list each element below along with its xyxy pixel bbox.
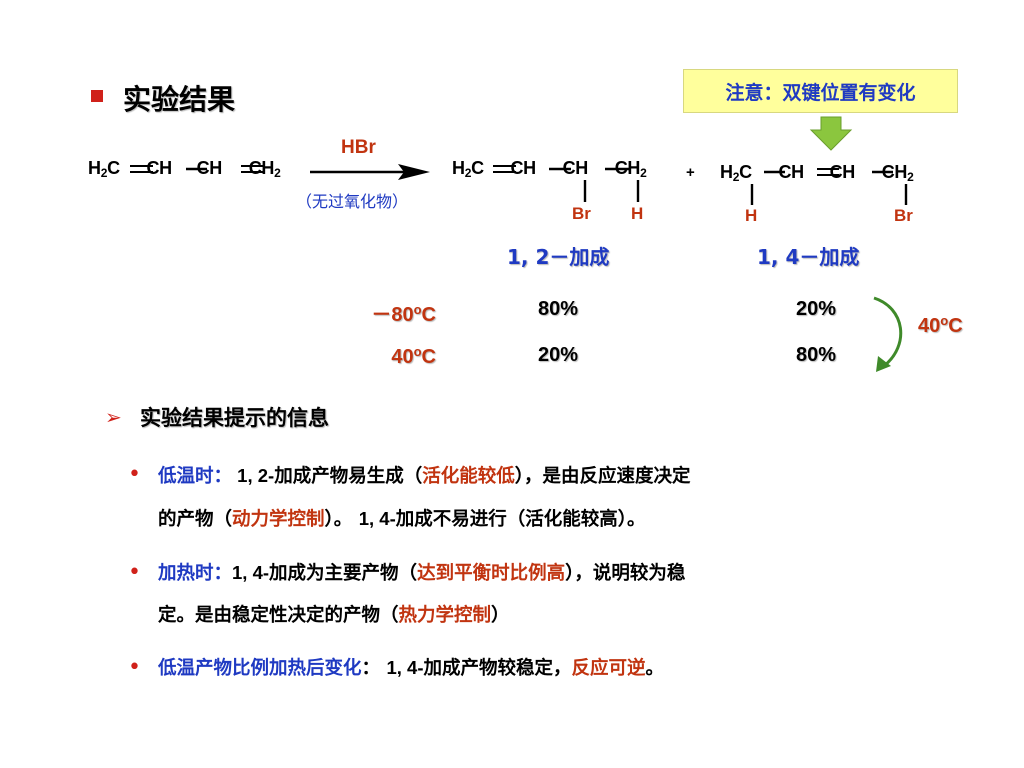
title-bullet: [91, 90, 103, 102]
product-12-formula: H2C CH CH CH2: [452, 158, 647, 180]
curve-arrow-label: 40oC: [918, 313, 963, 337]
row-high-14-pct: 80%: [796, 344, 837, 366]
label-12-addition: 1, 2－加成: [507, 245, 610, 269]
page-title: 实验结果: [123, 83, 236, 116]
point-ratio-change: 低温产物比例加热后变化： 1, 4-加成产物较稳定，反应可逆。: [158, 657, 665, 679]
product-14-br: Br: [894, 206, 913, 225]
bullet-dot-2: •: [128, 560, 141, 585]
point-low-temp: 低温时： 1, 2-加成产物易生成（活化能较低），是由反应速度决定 的产物（动力…: [158, 465, 691, 530]
condition-label: （无过氧化物）: [296, 192, 409, 211]
label-14-addition: 1, 4－加成: [757, 245, 860, 269]
row-low-14-pct: 20%: [796, 298, 837, 320]
row-high-12-pct: 20%: [538, 344, 579, 366]
bullet-dot-3: •: [128, 655, 141, 680]
section-title: 实验结果提示的信息: [140, 406, 329, 430]
reactant-formula: H2C CH CH CH2: [88, 158, 281, 180]
row-low-12-pct: 80%: [538, 298, 579, 320]
product-12-h: H: [631, 204, 644, 223]
down-arrow-icon: [809, 116, 853, 151]
section-arrow-icon: ➢: [105, 405, 122, 429]
row-temp-low: －80oC: [371, 302, 436, 326]
product-14-h: H: [745, 206, 758, 225]
point-heating: 加热时：1, 4-加成为主要产物（达到平衡时比例高），说明较为稳 定。是由稳定性…: [158, 562, 686, 626]
bullet-dot-1: •: [128, 462, 141, 487]
product-14-formula: H2C CH CH CH2: [720, 162, 914, 184]
reagent-label: HBr: [341, 137, 376, 158]
plus-sign: +: [686, 164, 695, 181]
row-temp-high: 40oC: [391, 344, 436, 368]
note-box: 注意：双键位置有变化: [683, 69, 958, 113]
product-12-br: Br: [572, 204, 591, 223]
